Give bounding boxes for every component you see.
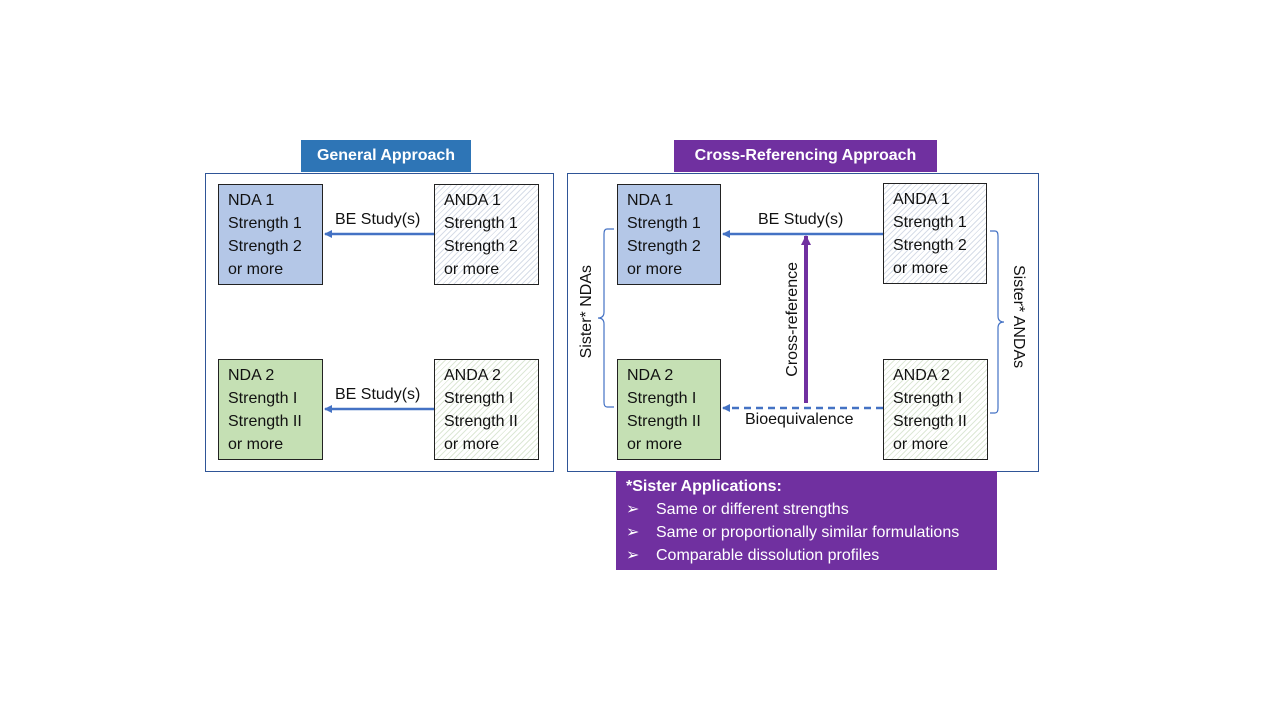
nda-title: NDA 2 (228, 367, 275, 384)
arrow-bullet-icon: ➢ (626, 524, 640, 541)
more-line: or more (228, 261, 284, 278)
general-approach-header: General Approach (301, 140, 471, 172)
note-item: ➢ Comparable dissolution profiles (626, 544, 987, 567)
arrow-bullet-icon: ➢ (626, 501, 640, 518)
cross-anda2-box: ANDA 2 Strength I Strength II or more (883, 359, 988, 460)
note-item-text: Comparable dissolution profiles (656, 547, 880, 564)
strength-line: Strength 1 (627, 215, 701, 232)
cross-approach-header: Cross-Referencing Approach (674, 140, 937, 172)
sister-andas-label: Sister* ANDAs (1010, 265, 1027, 369)
more-line: or more (893, 260, 949, 277)
strength-line: Strength I (228, 390, 298, 407)
general-bottom-arrow-label: BE Study(s) (335, 386, 421, 403)
general-anda2-box: ANDA 2 Strength I Strength II or more (434, 359, 539, 460)
strength-line: Strength II (228, 413, 302, 430)
strength-line: Strength 2 (893, 237, 967, 254)
general-nda2-box: NDA 2 Strength I Strength II or more (218, 359, 323, 460)
strength-line: Strength 2 (444, 238, 518, 255)
more-line: or more (627, 261, 683, 278)
strength-line: Strength II (893, 413, 967, 430)
sister-andas-brace (990, 230, 1005, 414)
nda-title: NDA 1 (228, 192, 275, 209)
strength-line: Strength 1 (444, 215, 518, 232)
strength-line: Strength 1 (228, 215, 302, 232)
strength-line: Strength 2 (228, 238, 302, 255)
anda-title: ANDA 2 (444, 367, 501, 384)
sister-ndas-brace (597, 228, 614, 408)
more-line: or more (627, 436, 683, 453)
strength-line: Strength 2 (627, 238, 701, 255)
note-item: ➢ Same or different strengths (626, 498, 987, 521)
note-item: ➢ Same or proportionally similar formula… (626, 521, 987, 544)
general-anda1-box: ANDA 1 Strength 1 Strength 2 or more (434, 184, 539, 285)
sister-applications-note: *Sister Applications: ➢ Same or differen… (616, 471, 997, 570)
anda-title: ANDA 1 (444, 192, 501, 209)
nda-title: NDA 2 (627, 367, 674, 384)
strength-line: Strength II (444, 413, 518, 430)
nda-title: NDA 1 (627, 192, 674, 209)
cross-anda1-box: ANDA 1 Strength 1 Strength 2 or more (883, 183, 987, 284)
more-line: or more (444, 261, 500, 278)
cross-nda2-box: NDA 2 Strength I Strength II or more (617, 359, 721, 460)
anda-title: ANDA 1 (893, 191, 950, 208)
anda-title: ANDA 2 (893, 367, 950, 384)
strength-line: Strength II (627, 413, 701, 430)
strength-line: Strength I (893, 390, 963, 407)
cross-top-arrow-label: BE Study(s) (758, 211, 844, 228)
note-title: *Sister Applications: (626, 478, 782, 495)
more-line: or more (893, 436, 949, 453)
strength-line: Strength I (444, 390, 514, 407)
note-item-text: Same or proportionally similar formulati… (656, 524, 960, 541)
more-line: or more (444, 436, 500, 453)
strength-line: Strength 1 (893, 214, 967, 231)
strength-line: Strength I (627, 390, 697, 407)
cross-bottom-arrow-label: Bioequivalence (745, 411, 854, 428)
note-item-text: Same or different strengths (656, 501, 849, 518)
more-line: or more (228, 436, 284, 453)
general-top-arrow-label: BE Study(s) (335, 211, 421, 228)
arrow-bullet-icon: ➢ (626, 547, 640, 564)
cross-nda1-box: NDA 1 Strength 1 Strength 2 or more (617, 184, 721, 285)
general-nda1-box: NDA 1 Strength 1 Strength 2 or more (218, 184, 323, 285)
